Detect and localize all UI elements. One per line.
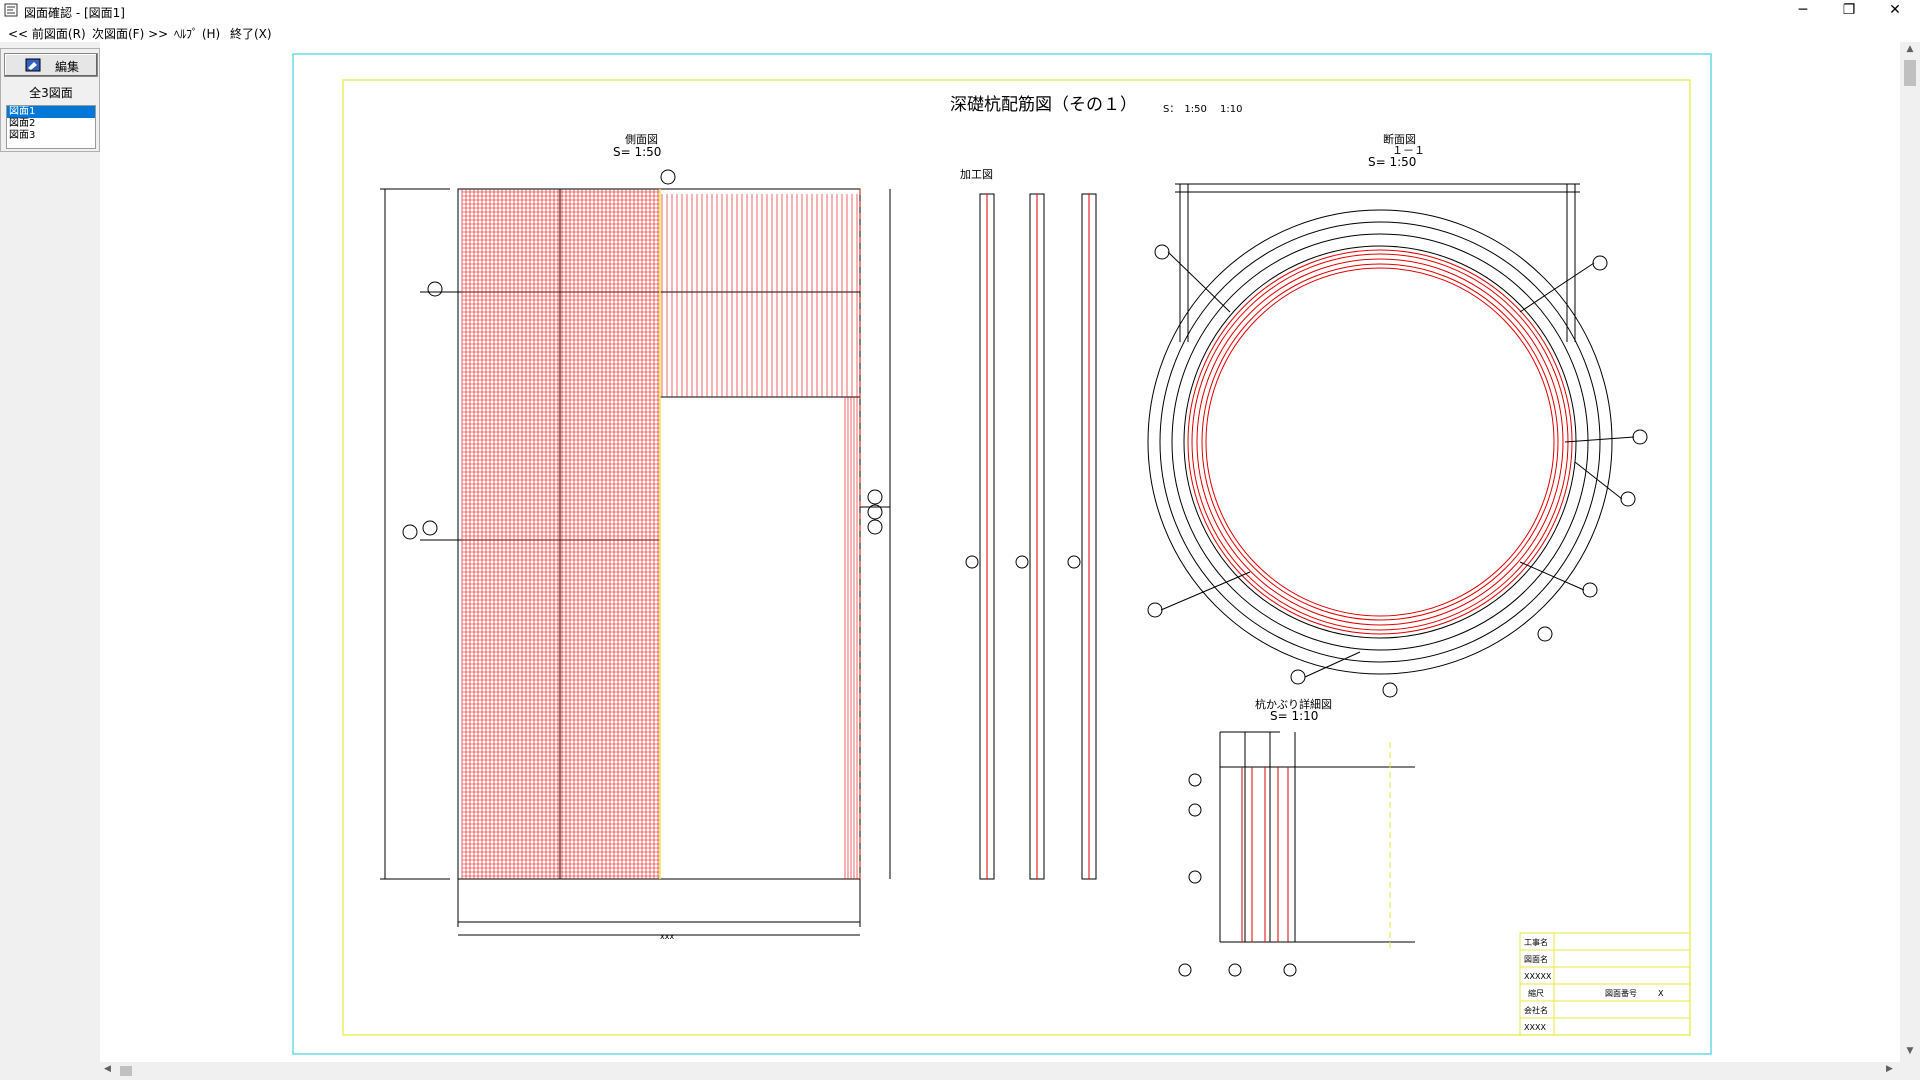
titleblock-label-project: 工事名 (1524, 937, 1548, 947)
menu-prev-drawing[interactable]: << 前図面(R) (8, 27, 86, 41)
titleblock-label-scale: 縮尺 (1528, 988, 1544, 998)
side-view-title: 側面図 (625, 133, 658, 146)
dim-label: xxx (660, 932, 674, 941)
scroll-left-icon[interactable]: ◀ (104, 1064, 111, 1074)
cad-drawing: 深礎杭配筋図（その１） S： 1:50 1:10 側面図 S= 1:50 (292, 53, 1712, 1055)
titleblock-extra: X (1658, 989, 1664, 998)
menu-exit[interactable]: 終了(X) (230, 27, 272, 41)
horizontal-scrollbar[interactable]: ◀ ▶ (100, 1062, 1900, 1080)
restore-button[interactable]: ❐ (1842, 2, 1856, 18)
process-view-bars (979, 193, 1097, 880)
edit-button-label: 編集 (55, 60, 80, 74)
titleblock-label-company: 会社名 (1524, 1005, 1548, 1015)
section-view (1147, 183, 1613, 675)
window-title: 図面確認 - [図面1] (24, 6, 125, 20)
sheet-outer-border (292, 53, 1712, 1055)
drawing-list-item[interactable]: 図面2 (9, 118, 36, 129)
drawing-navigator-panel: 編集 全3図面 図面1 図面2 図面3 (0, 48, 100, 152)
scroll-right-icon[interactable]: ▶ (1886, 1064, 1893, 1074)
edit-button[interactable]: 編集 (4, 53, 98, 77)
side-view (380, 188, 891, 936)
section-view-rebar (1187, 249, 1573, 635)
close-button[interactable]: ✕ (1889, 2, 1901, 18)
drawing-list-item[interactable]: 図面1 (7, 106, 95, 118)
side-view-rebar (461, 189, 858, 879)
section-view-scale: S= 1:50 (1368, 155, 1416, 169)
scroll-down-icon[interactable]: ▼ (1906, 1046, 1914, 1056)
app-icon (4, 3, 18, 17)
side-view-scale: S= 1:50 (613, 145, 661, 159)
titleblock-label-xxxx: XXXX (1524, 1023, 1546, 1032)
sheet-inner-border (342, 79, 1691, 1036)
scroll-up-icon[interactable]: ▲ (1906, 44, 1914, 54)
side-view-callouts: xxx (402, 169, 883, 941)
process-view-title: 加工図 (960, 168, 993, 181)
drawing-scale-note: S： 1:50 1:10 (1163, 104, 1242, 115)
titleblock-label-drawing: 図面名 (1524, 954, 1548, 964)
title-block (1519, 932, 1691, 1036)
minimize-button[interactable]: ─ (1798, 2, 1808, 18)
section-view-subtitle: １－１ (1392, 144, 1425, 157)
menu-bar: << 前図面(R) 次図面(F) >> ﾍﾙﾌﾟ (H) 終了(X) (0, 22, 1920, 42)
drawing-count-label: 全3図面 (29, 86, 73, 100)
menu-next-drawing[interactable]: 次図面(F) >> (92, 27, 169, 41)
edit-icon (25, 58, 41, 72)
scroll-corner (1900, 1062, 1920, 1080)
drawing-list-item[interactable]: 図面3 (9, 130, 36, 141)
section-view-title: 断面図 (1383, 132, 1416, 146)
detail-view-scale: S= 1:10 (1270, 709, 1318, 723)
detail-view (1178, 731, 1415, 977)
horizontal-scroll-thumb[interactable] (120, 1066, 132, 1076)
vertical-scroll-thumb[interactable] (1904, 60, 1916, 86)
title-bar: 図面確認 - [図面1] ─ ❐ ✕ (0, 0, 1920, 22)
titleblock-drawing-number: 図面番号 (1605, 988, 1637, 998)
menu-help[interactable]: ﾍﾙﾌﾟ (H) (174, 27, 221, 41)
detail-view-title: 杭かぶり詳細図 (1255, 697, 1332, 711)
vertical-scrollbar[interactable]: ▲ ▼ (1900, 42, 1920, 1062)
drawing-list[interactable]: 図面1 図面2 図面3 (6, 105, 96, 149)
titleblock-label-xxxxx: XXXXX (1524, 972, 1552, 981)
drawing-title: 深礎杭配筋図（その１） (950, 95, 1137, 115)
drawing-canvas[interactable]: 深礎杭配筋図（その１） S： 1:50 1:10 側面図 S= 1:50 (100, 42, 1900, 1062)
